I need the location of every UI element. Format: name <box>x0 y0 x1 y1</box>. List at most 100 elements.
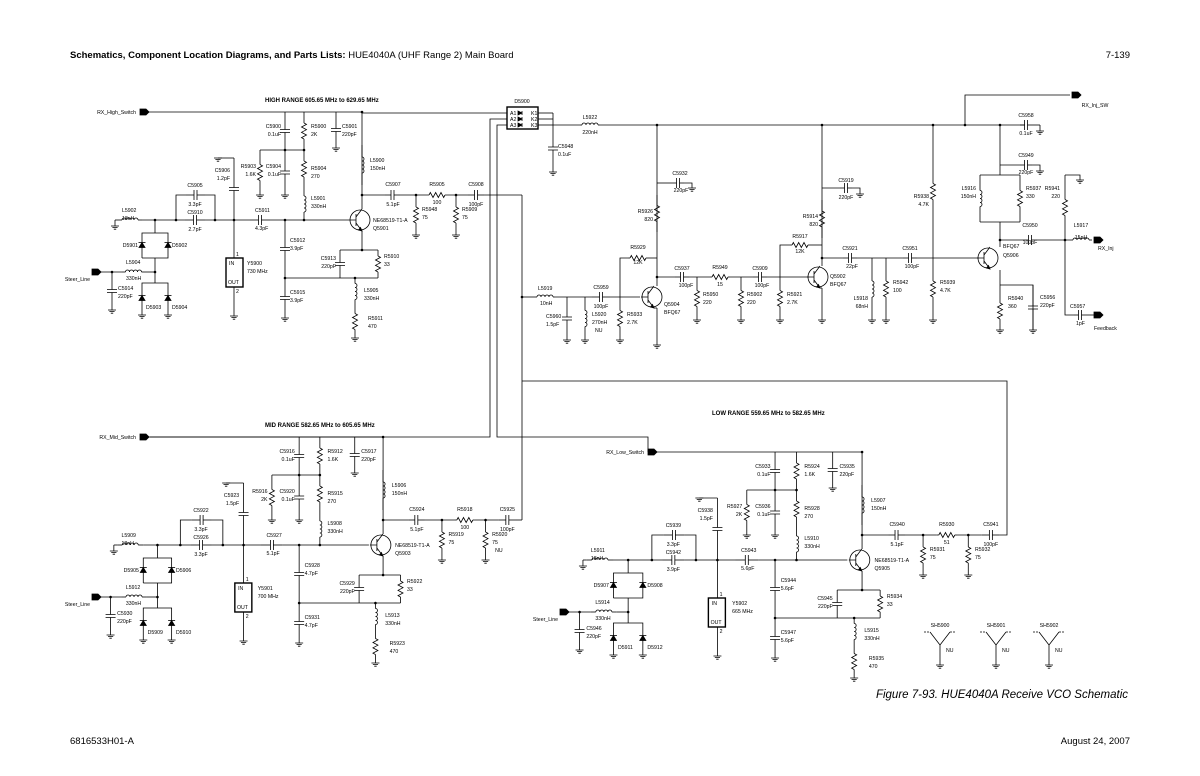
component-label: C5924 <box>409 507 424 513</box>
ground-icon <box>563 339 571 344</box>
wire <box>211 519 224 545</box>
component-label: 18nH <box>121 541 134 547</box>
ground-icon <box>616 339 624 344</box>
resistor-symbol <box>737 290 745 307</box>
ground-icon <box>452 234 460 239</box>
component-label: R5904 <box>311 166 326 172</box>
inductor-symbol <box>796 535 799 553</box>
component-label: R5905 <box>429 182 444 188</box>
switch-diode-package <box>506 106 539 130</box>
component-label: NU <box>495 548 503 554</box>
component-label: R5932 <box>975 547 990 553</box>
capacitor-symbol <box>294 495 305 500</box>
inductor-symbol <box>125 269 142 273</box>
component-label: 0.1uF <box>282 497 295 503</box>
component-label: 100pF <box>469 202 484 208</box>
component-label: 820 <box>809 222 818 228</box>
resistor-symbol <box>996 302 1004 320</box>
component-label: Steer_Line <box>65 277 90 283</box>
component-label: OUT <box>228 280 240 286</box>
npn-transistor-icon <box>357 226 363 232</box>
component-label: 3.9pF <box>290 298 303 304</box>
capacitor-symbol <box>894 530 899 540</box>
component-label: 150nH <box>392 491 408 497</box>
wire <box>496 124 649 452</box>
component-label: 3.3pF <box>188 202 201 208</box>
ground-icon <box>109 550 118 555</box>
shield-icon <box>1038 631 1060 665</box>
component-label: R5929 <box>630 245 645 251</box>
component-label: A1 <box>510 111 516 117</box>
ground-icon <box>771 534 780 539</box>
component-label: R5923 <box>390 641 405 647</box>
component-label: 220 <box>703 300 712 306</box>
npn-transistor-icon <box>977 246 991 270</box>
ground-icon <box>868 319 876 324</box>
component-label: 1.2pF <box>217 176 230 182</box>
capacitor-symbol <box>229 187 239 191</box>
capacitor-symbol <box>349 453 360 457</box>
capacitor-symbol <box>280 296 290 300</box>
ground-icon <box>653 344 661 349</box>
resistor-symbol <box>316 447 324 465</box>
component-label: Q5905 <box>874 566 890 572</box>
component-label: C5929 <box>339 581 354 587</box>
component-label: 3.9pF <box>290 246 303 252</box>
capacitor-symbol <box>770 587 781 591</box>
capacitor-symbol <box>1028 235 1032 245</box>
component-label: L5919 <box>538 286 553 292</box>
component-label: C5948 <box>558 144 573 150</box>
npn-transistor-icon <box>807 265 821 289</box>
component-label: 0.1uF <box>757 512 770 518</box>
ground-icon <box>481 559 490 564</box>
component-label: D5912 <box>647 645 662 651</box>
inductor-symbol <box>121 217 139 221</box>
ground-icon <box>1036 130 1044 135</box>
component-label: D5906 <box>176 568 191 574</box>
junction-dot <box>860 588 864 592</box>
component-label: C5944 <box>781 578 796 584</box>
varactor-diode-icon <box>167 566 176 573</box>
npn-transistor-icon <box>649 303 655 309</box>
wire <box>684 534 697 560</box>
capacitor-symbol <box>744 555 749 565</box>
component-label: 220pF <box>839 472 854 478</box>
component-label: 1.5pF <box>546 322 559 328</box>
component-label: 150nH <box>871 506 887 512</box>
ground-icon <box>919 574 928 579</box>
ground-icon <box>1076 179 1084 184</box>
resistor-symbol <box>452 206 460 224</box>
component-label: D5910 <box>176 630 191 636</box>
component-label: 220pF <box>117 619 132 625</box>
component-label: 22pF <box>846 264 858 270</box>
component-label: 75 <box>448 540 454 546</box>
resistor-symbol <box>776 290 784 307</box>
resistor-symbol <box>256 164 264 181</box>
ground-icon <box>776 319 784 324</box>
component-label: BFQ67 <box>1003 244 1020 250</box>
ground-icon <box>167 639 176 644</box>
ground-icon <box>106 634 115 639</box>
component-label: R5930 <box>939 522 954 528</box>
oscillator-stage-1: MID RANGE 582.65 MHz to 605.65 MHzRX_Mid… <box>65 423 517 667</box>
component-label: 1.5pF <box>700 516 713 522</box>
component-label: NE68519-T1-A <box>395 543 430 549</box>
component-label: 100 <box>433 200 442 206</box>
junction-dot <box>179 543 182 547</box>
component-label: 330nH <box>595 616 611 622</box>
component-label: 220pF <box>361 457 376 463</box>
component-label: L5908 <box>327 521 342 527</box>
resistor-symbol <box>964 546 972 564</box>
component-label: 360 <box>1008 304 1017 310</box>
resistor-symbol <box>629 254 647 262</box>
resistor-symbol <box>372 638 379 655</box>
component-label: R5934 <box>887 594 902 600</box>
component-label: C5939 <box>666 523 681 529</box>
capacitor-symbol <box>199 515 204 525</box>
resistor-symbol <box>693 290 701 307</box>
component-label: C5937 <box>674 266 689 272</box>
inductor-symbol <box>584 310 588 327</box>
capacitor-symbol <box>672 530 676 540</box>
ground-icon <box>549 171 557 176</box>
resistor-symbol <box>743 504 751 521</box>
